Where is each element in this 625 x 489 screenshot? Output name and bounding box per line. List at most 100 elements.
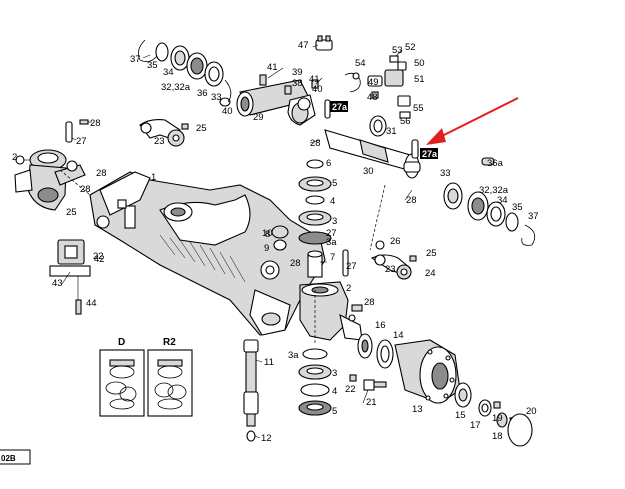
callout-49: 49: [368, 77, 379, 88]
callout-20: 20: [526, 406, 537, 417]
tag-27a-upper: 27a: [330, 101, 348, 112]
callout-2b: 2: [346, 283, 351, 294]
callout-7: 7: [330, 252, 335, 263]
kit-label-r2: R2: [163, 337, 176, 348]
callout-36a: 36: [197, 88, 208, 99]
callout-3: 3: [332, 216, 337, 227]
callout-30: 30: [363, 166, 374, 177]
callout-39a: 39: [292, 67, 303, 78]
callout-36b: 36a: [487, 158, 504, 169]
callout-44: 44: [86, 298, 97, 309]
callout-4b: 4: [332, 386, 337, 397]
callout-28b: 28: [90, 118, 101, 129]
ring-31: [369, 115, 387, 137]
callout-22: 22: [93, 251, 104, 262]
callout-11: 11: [264, 357, 274, 368]
callout-3a2: 3a: [288, 350, 299, 361]
kingpin-lower-stack: [298, 348, 332, 416]
assembly-guide-lines: [59, 169, 386, 345]
callout-28d: 28: [406, 195, 417, 206]
callout-37b: 37: [528, 211, 539, 222]
callout-6: 6: [326, 158, 331, 169]
hub-end-parts: [454, 382, 533, 447]
callout-35a: 35: [147, 60, 158, 71]
callout-25b: 25: [66, 207, 77, 218]
callout-27b: 27: [346, 261, 357, 272]
callout-35b: 35: [512, 202, 523, 213]
callout-19: 19: [492, 413, 503, 424]
callout-47: 47: [298, 40, 309, 51]
callout-26: 26: [390, 236, 401, 247]
callout-40a: 40: [222, 106, 233, 117]
callout-55: 55: [413, 103, 424, 114]
hub-seals: [357, 333, 394, 369]
callout-23a: 23: [154, 136, 165, 147]
callout-27c: 27: [326, 228, 337, 239]
callout-leaders: [61, 44, 413, 439]
callout-56: 56: [400, 116, 411, 127]
callout-51: 51: [414, 74, 425, 85]
callout-28c: 28: [96, 168, 107, 179]
callout-2a: 2: [12, 152, 17, 163]
tie-rod-fittings: [219, 74, 319, 107]
callout-27a: 27: [76, 136, 87, 147]
reference-code-box: 02B: [0, 449, 31, 465]
callout-1: 1: [151, 172, 156, 183]
right-steering-knuckle: [299, 281, 363, 341]
callout-13: 13: [412, 404, 423, 415]
left-bearing-stack: [137, 39, 232, 103]
callout-9: 9: [264, 243, 269, 254]
left-steering-arm: [139, 119, 189, 147]
callout-16: 16: [375, 320, 386, 331]
tag-27a-upper-text: 27a: [332, 102, 348, 112]
callout-28e: 28: [80, 184, 91, 195]
callout-18: 18: [492, 431, 503, 442]
callout-25a: 25: [196, 123, 207, 134]
steering-cylinder: [236, 79, 421, 179]
callout-4: 4: [330, 196, 335, 207]
callout-21: 21: [366, 397, 377, 408]
pivot-pin-11: [243, 339, 259, 442]
callout-10: 10: [262, 228, 273, 239]
kit-label-d: D: [118, 337, 125, 348]
wheel-hub: [394, 339, 461, 404]
callout-32b: 32,32a: [479, 185, 509, 196]
support-bracket: [49, 239, 91, 315]
bolt-28-left: [79, 119, 92, 125]
pivot-bolt-10: [271, 225, 289, 251]
callout-32a: 32,32a: [161, 82, 191, 93]
callout-5: 5: [332, 178, 337, 189]
right-steering-arm: [370, 240, 417, 280]
callout-22b: 22: [345, 384, 356, 395]
callout-37a: 37: [130, 54, 141, 65]
callout-23b: 23: [385, 264, 396, 275]
tag-27a-right-text: 27a: [422, 149, 438, 159]
pin-27-left: [65, 121, 77, 143]
callout-41a: 41: [267, 62, 278, 73]
callout-8: 8: [265, 229, 270, 240]
callout-48: 48: [367, 92, 378, 103]
callout-33b: 33: [440, 168, 451, 179]
seal-kit-r2: [147, 349, 193, 417]
callout-17: 17: [470, 420, 481, 431]
callout-54: 54: [355, 58, 366, 69]
callout-12: 12: [261, 433, 272, 444]
seal-kit-d: [99, 349, 145, 417]
sensor-parts-cluster: [315, 35, 411, 119]
callout-53: 53: [392, 45, 403, 56]
callout-38a: 38: [292, 78, 303, 89]
callout-29: 29: [253, 112, 264, 123]
tag-27a-right: 27a: [420, 148, 438, 159]
callout-28g: 28: [290, 258, 301, 269]
callout-42: 42: [94, 254, 105, 265]
callout-34b: 34: [497, 195, 508, 206]
callout-50: 50: [414, 58, 425, 69]
lower-bolts: [349, 374, 387, 391]
highlight-arrow: [426, 97, 519, 145]
callout-43: 43: [52, 278, 63, 289]
callout-14: 14: [393, 330, 404, 341]
left-steering-knuckle: [14, 149, 86, 211]
callout-52: 52: [405, 42, 416, 53]
callout-28a: 28: [310, 138, 321, 149]
